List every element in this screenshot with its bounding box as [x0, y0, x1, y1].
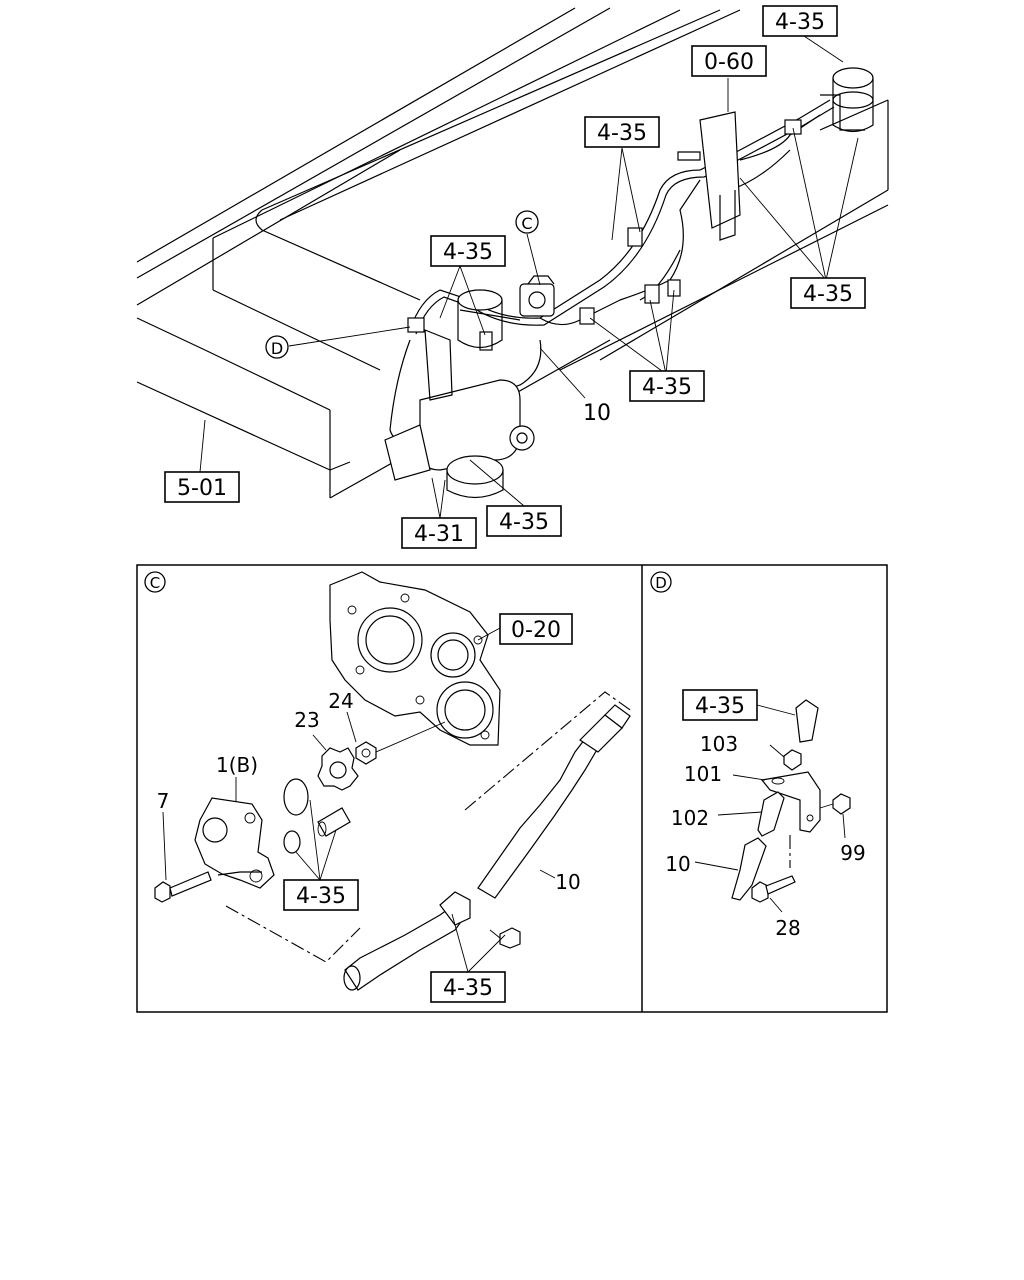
svg-text:C: C: [150, 574, 160, 592]
part-number-102: 102: [671, 806, 709, 830]
part-number-10-top: 10: [583, 401, 611, 426]
bolt-7: [154, 811, 212, 903]
callout-4-35-detail-d: 4-35: [682, 689, 758, 721]
detail-d-label: D: [650, 571, 672, 593]
callout-4-35-left-top: 4-35: [430, 235, 506, 267]
pin: [317, 807, 351, 837]
svg-text:4-35: 4-35: [597, 121, 647, 146]
part-number-103: 103: [700, 732, 738, 756]
pipe-10-d: [731, 837, 767, 901]
callout-4-35-center: 4-35: [629, 370, 705, 402]
centerline-c-1: [225, 905, 361, 963]
callout-4-35-mid-top: 4-35: [584, 116, 660, 148]
svg-text:4-31: 4-31: [414, 522, 464, 547]
gear-23: [312, 734, 359, 791]
svg-text:4-35: 4-35: [443, 976, 493, 1001]
callout-4-35-detail-c-bottom: 4-35: [430, 971, 506, 1003]
nut-99: [832, 793, 851, 815]
master-cylinder: [519, 275, 555, 317]
part-number-10-d: 10: [665, 852, 690, 876]
marker-c: C: [515, 210, 539, 234]
brake-booster: [384, 289, 535, 499]
callout-4-31: 4-31: [401, 517, 477, 549]
marker-d: D: [265, 335, 289, 359]
detail-panel-frame: [136, 564, 888, 1013]
brake-pipes: [389, 99, 835, 442]
detail-c-label: C: [144, 571, 166, 593]
svg-text:4-35: 4-35: [775, 10, 825, 35]
svg-text:D: D: [655, 574, 667, 592]
callout-4-35-top-right: 4-35: [762, 5, 838, 37]
part-number-10-c: 10: [555, 870, 580, 894]
svg-text:C: C: [521, 214, 532, 233]
plug-fitting: [795, 699, 819, 743]
callout-4-35-bottom: 4-35: [486, 505, 562, 537]
union-102: [757, 791, 785, 837]
part-number-24: 24: [328, 689, 353, 713]
seal-ring: [283, 830, 301, 854]
callout-5-01: 5-01: [164, 471, 240, 503]
nut-24: [346, 711, 446, 765]
part-number-23: 23: [294, 708, 319, 732]
svg-text:4-35: 4-35: [296, 884, 346, 909]
pipe-clips: [407, 119, 802, 351]
svg-text:4-35: 4-35: [443, 240, 493, 265]
part-number-28: 28: [775, 916, 800, 940]
nut-103: [783, 749, 802, 771]
callout-0-20: 0-20: [499, 613, 573, 645]
pump-1b: [194, 797, 275, 889]
svg-text:5-01: 5-01: [177, 476, 227, 501]
svg-text:0-20: 0-20: [511, 618, 561, 643]
bolt-28: [751, 875, 796, 903]
hose-10: [477, 704, 631, 899]
svg-text:D: D: [271, 339, 283, 358]
svg-text:0-60: 0-60: [704, 50, 754, 75]
part-number-7: 7: [157, 789, 170, 813]
hose-fitting: [343, 891, 521, 991]
callout-0-60: 0-60: [691, 45, 767, 77]
svg-text:4-35: 4-35: [695, 694, 745, 719]
svg-text:4-35: 4-35: [499, 510, 549, 535]
part-number-101: 101: [684, 762, 722, 786]
bracket-assembly: [677, 111, 741, 241]
callout-4-35-detail-c-mid: 4-35: [283, 879, 359, 911]
gasket-plate: [329, 571, 501, 746]
part-number-99: 99: [840, 841, 865, 865]
svg-text:4-35: 4-35: [803, 282, 853, 307]
svg-text:4-35: 4-35: [642, 375, 692, 400]
fluid-reservoir: [820, 67, 874, 133]
o-ring: [283, 778, 309, 816]
upper-leaders: [199, 35, 859, 519]
part-number-1b: 1(B): [216, 753, 258, 777]
callout-4-35-right-mid: 4-35: [790, 277, 866, 309]
centerline-c-2: [464, 691, 634, 811]
